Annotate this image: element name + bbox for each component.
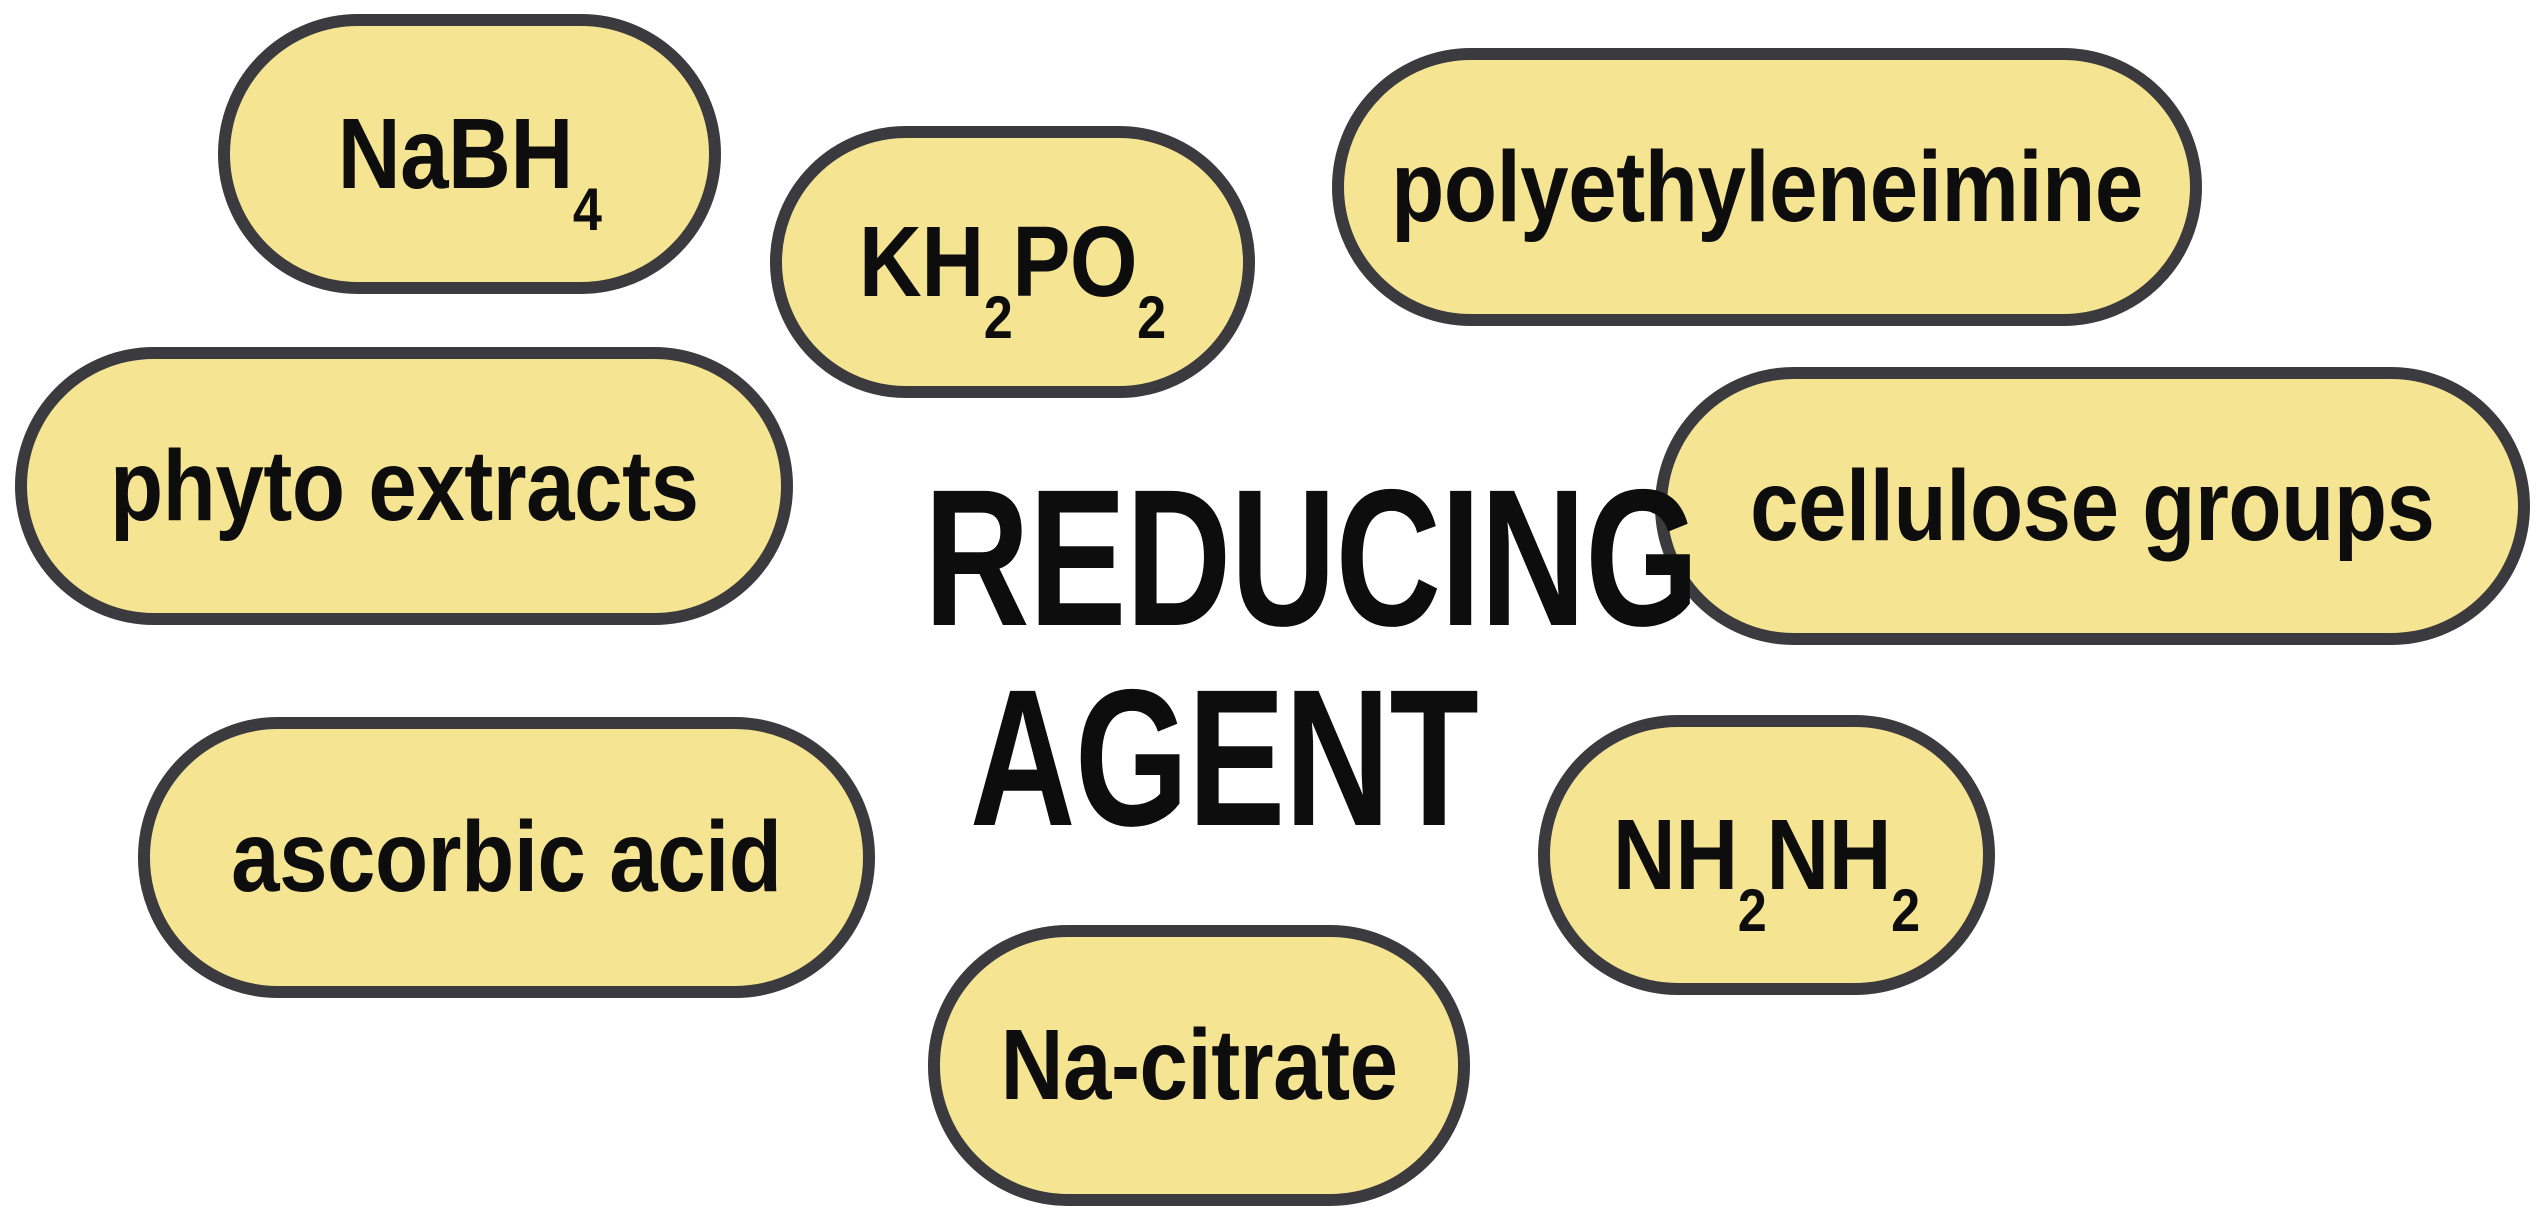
node-cellulose-groups-label: cellulose groups [1750, 449, 2435, 564]
node-text: ascorbic acid [231, 801, 782, 913]
node-nh2nh2-label: NH2NH2 [1613, 798, 1920, 944]
node-cellulose-groups: cellulose groups [1655, 367, 2530, 645]
formula-main: PO [1012, 205, 1138, 318]
node-ascorbic-acid-label: ascorbic acid [231, 800, 782, 915]
node-ascorbic-acid: ascorbic acid [138, 717, 875, 998]
node-na-citrate: Na-citrate [928, 925, 1470, 1206]
node-kh2po2: KH2PO2 [770, 126, 1255, 398]
title-line-1: REDUCING [924, 449, 1699, 667]
node-text: phyto extracts [109, 429, 699, 542]
formula-main: NaBH [337, 97, 574, 210]
node-polyethyleneimine-label: polyethyleneimine [1391, 130, 2143, 245]
node-na-citrate-label: Na-citrate [1001, 1008, 1398, 1123]
node-nh2nh2: NH2NH2 [1538, 715, 1995, 995]
node-kh2po2-label: KH2PO2 [859, 205, 1166, 351]
node-phyto-extracts: phyto extracts [15, 347, 793, 625]
node-polyethyleneimine: polyethyleneimine [1332, 48, 2202, 326]
formula-main: NH [1613, 798, 1738, 911]
node-nabh4-label: NaBH4 [337, 97, 602, 243]
node-nabh4: NaBH4 [218, 14, 721, 294]
node-phyto-extracts-label: phyto extracts [110, 429, 699, 544]
center-title: REDUCING AGENT [924, 449, 1699, 867]
formula-main: NH [1766, 798, 1892, 911]
node-text: cellulose groups [1750, 449, 2435, 562]
node-text: Na-citrate [1000, 1009, 1398, 1121]
subscript: 2 [1137, 283, 1166, 351]
subscript: 4 [572, 175, 602, 243]
subscript: 2 [983, 283, 1013, 351]
node-text: polyethyleneimine [1391, 130, 2143, 243]
formula-main: KH [859, 205, 984, 318]
subscript: 2 [1891, 876, 1920, 944]
subscript: 2 [1737, 876, 1767, 944]
title-line-2: AGENT [969, 649, 1479, 867]
